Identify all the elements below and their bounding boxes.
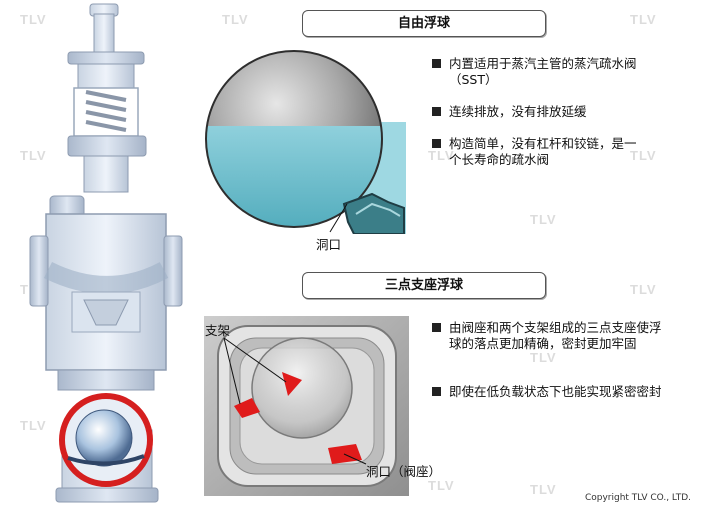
bullet-text: 内置适用于蒸汽主管的蒸汽疏水阀（SST） xyxy=(449,56,637,87)
bullet-text: 连续排放，没有排放延缓 xyxy=(449,104,587,119)
bullet-item: 内置适用于蒸汽主管的蒸汽疏水阀（SST） xyxy=(432,56,649,88)
watermark: TLV xyxy=(428,478,455,493)
steam-trap-cutaway-illustration xyxy=(29,3,183,503)
bullet-square-icon xyxy=(432,59,441,68)
watermark: TLV xyxy=(530,212,557,227)
watermark: TLV xyxy=(20,148,47,163)
copyright-text: Copyright TLV CO., LTD. xyxy=(584,493,691,503)
bullet-square-icon xyxy=(432,139,441,148)
watermark: TLV xyxy=(20,418,47,433)
bullet-square-icon xyxy=(432,107,441,116)
support-label: 支架 xyxy=(205,323,231,338)
section-title-three-point-seating: 三点支座浮球 xyxy=(302,272,546,299)
bullet-item: 即使在低负载状态下也能实现紧密密封 xyxy=(432,384,664,400)
bullet-item: 构造简单，没有杠杆和铰链，是一个长寿命的疏水阀 xyxy=(432,136,644,168)
watermark: TLV xyxy=(630,148,657,163)
bullet-text: 由阀座和两个支架组成的三点支座使浮球的落点更加精确，密封更加牢固 xyxy=(449,320,662,351)
watermark: TLV xyxy=(630,12,657,27)
watermark: TLV xyxy=(428,148,455,163)
section-title-free-float: 自由浮球 xyxy=(302,10,546,37)
bullet-text: 即使在低负载状态下也能实现紧密密封 xyxy=(449,384,662,399)
watermark: TLV xyxy=(530,482,557,497)
bullet-square-icon xyxy=(432,387,441,396)
free-float-closeup-image xyxy=(205,50,406,234)
three-point-seating-image xyxy=(204,316,409,496)
watermark: TLV xyxy=(222,12,249,27)
orifice-seat-label: 洞口（阀座） xyxy=(366,464,442,479)
watermark: TLV xyxy=(20,12,47,27)
orifice-label: 洞口 xyxy=(316,237,342,252)
bullet-item: 连续排放，没有排放延缓 xyxy=(432,104,684,120)
bullet-square-icon xyxy=(432,323,441,332)
watermark: TLV xyxy=(530,350,557,365)
bullet-item: 由阀座和两个支架组成的三点支座使浮球的落点更加精确，密封更加牢固 xyxy=(432,320,664,352)
watermark: TLV xyxy=(630,282,657,297)
bullet-text: 构造简单，没有杠杆和铰链，是一个长寿命的疏水阀 xyxy=(449,136,637,167)
